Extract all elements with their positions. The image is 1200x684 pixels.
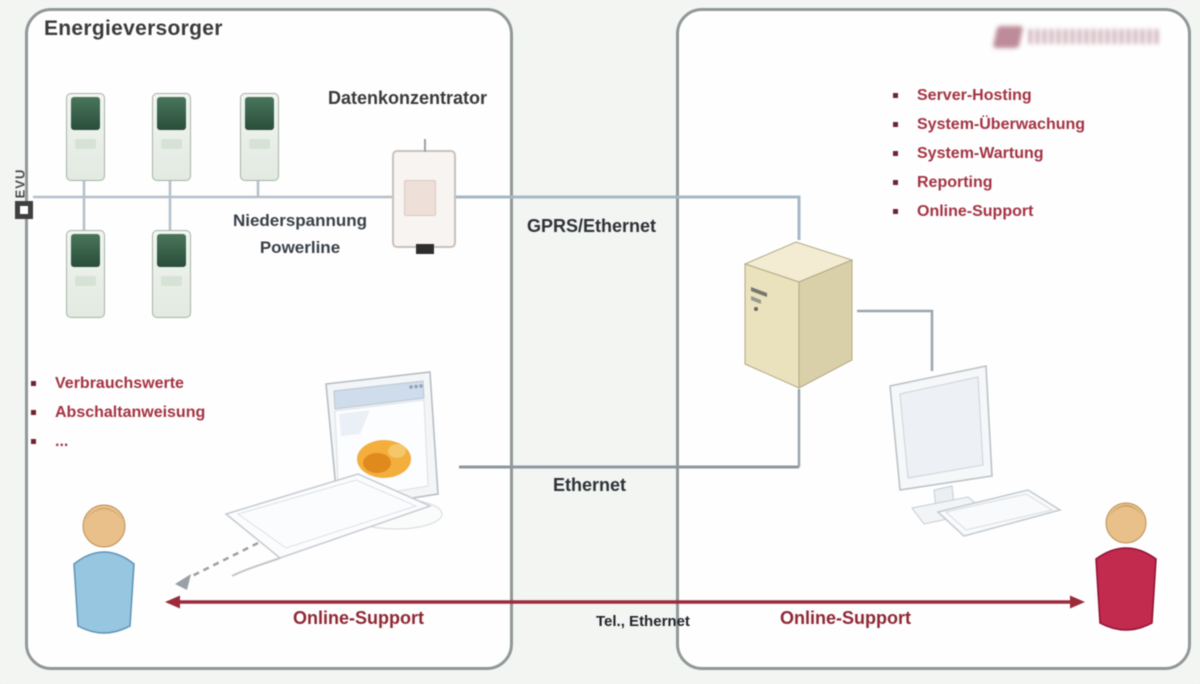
electricity-meter-icon [66,230,105,318]
list-item: ... [28,432,205,452]
powerline-label-line1: Niederspannung [232,211,368,230]
list-item: Server-Hosting [890,86,1085,106]
list-item: Verbrauchswerte [28,374,205,394]
keyboard-icon [936,489,1062,537]
utility-user-icon [73,504,135,634]
service-feature-list: Server-Hosting System-Überwachung System… [890,86,1085,231]
server-monitor-line [857,309,934,371]
support-user-icon [1095,502,1157,631]
electricity-meter-icon [66,93,105,181]
online-support-label-right: Online-Support [780,608,911,628]
logo-wordmark [1029,29,1161,44]
concentrator-label: Datenkonzentrator [328,88,488,108]
monitor-icon [889,365,993,525]
electricity-meter-icon [152,93,191,181]
powerline-label: Niederspannung Powerline [222,207,378,261]
powerline-label-line2: Powerline [259,238,341,257]
side-label: EVU [12,168,28,199]
online-support-label-left: Online-Support [293,608,424,628]
data-concentrator-icon [392,139,456,254]
utility-feature-list: Verbrauchswerte Abschaltanweisung ... [28,374,205,461]
list-item: Abschaltanweisung [28,403,205,423]
company-logo [992,26,1165,50]
electricity-meter-icon [152,230,191,318]
gprs-link-label: GPRS/Ethernet [527,216,657,236]
arrowhead-left [165,595,180,609]
list-item: Reporting [890,173,1085,193]
list-item: System-Wartung [890,144,1085,164]
panel-title: Energieversorger [44,17,223,40]
ethernet-link-label: Ethernet [553,475,627,495]
server-icon [743,241,854,389]
wan-link-label: Tel., Ethernet [596,613,690,630]
list-item: System-Überwachung [890,115,1085,135]
dashed-user-arrow [189,541,259,579]
grid-node-icon [15,201,33,219]
list-item: Online-Support [890,202,1085,222]
antenna-icon [424,139,426,152]
dashed-arrowhead [175,574,191,590]
keyboard-icon [224,473,433,577]
concentrator-base [416,244,434,254]
arrowhead-right [1070,595,1085,609]
electricity-meter-icon [240,93,279,181]
logo-mark [992,26,1024,48]
gprs-link-line [456,195,801,240]
